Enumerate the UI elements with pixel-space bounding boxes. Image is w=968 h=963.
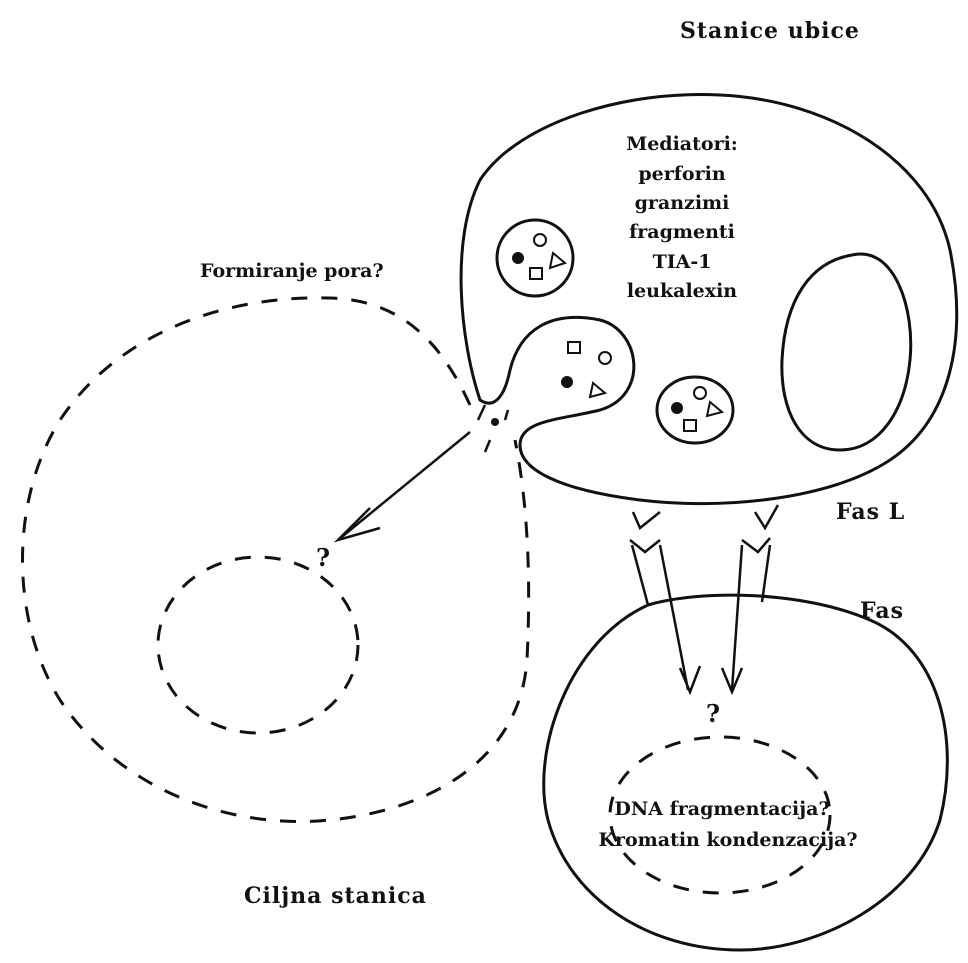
mediator-tia1: TIA-1 xyxy=(653,251,712,273)
fas-target-question: ? xyxy=(706,699,720,728)
perforin-arrow xyxy=(338,432,470,540)
arrow-shaft xyxy=(660,545,688,690)
granule-dot-symbol xyxy=(512,252,524,264)
arrow-shaft xyxy=(732,545,742,690)
killer-cell-title: Stanice ubice xyxy=(680,18,860,44)
fas-receptor-right xyxy=(742,538,770,552)
granule-dot-symbol xyxy=(561,376,573,388)
granule-3 xyxy=(657,377,733,443)
fas-arrow-right xyxy=(722,538,770,692)
granule-triangle-symbol xyxy=(590,383,605,397)
granule-triangle-symbol xyxy=(550,253,565,268)
mediator-perforin: perforin xyxy=(638,163,725,185)
mediators-heading: Mediatori: xyxy=(626,133,738,155)
granule-dot-symbol xyxy=(671,402,683,414)
granule-1-membrane xyxy=(497,220,573,296)
target-cell-label: Ciljna stanica xyxy=(244,883,427,909)
effect-dna-fragmentation: DNA fragmentacija? xyxy=(614,798,829,820)
granule-triangle-symbol xyxy=(707,402,722,416)
arrow-shaft xyxy=(632,545,648,605)
arrow-shaft xyxy=(762,545,770,602)
granule-circle-symbol xyxy=(599,352,611,364)
mediator-leukalexin: leukalexin xyxy=(627,280,737,302)
granule-square-symbol xyxy=(568,342,580,353)
pore-mark xyxy=(505,410,508,420)
granule-1 xyxy=(497,220,573,296)
granule-circle-symbol xyxy=(694,387,706,399)
granule-2 xyxy=(561,342,611,397)
granule-circle-symbol xyxy=(534,234,546,246)
target-cell-nucleus xyxy=(158,557,358,733)
pore-mark xyxy=(485,440,490,452)
fas-arrow-left xyxy=(630,540,700,692)
pore-dot xyxy=(491,418,499,426)
target-nucleus-question: ? xyxy=(316,543,330,572)
fas-target-cell-outline xyxy=(544,595,948,950)
arrow-shaft xyxy=(338,432,470,540)
pore-formation-label: Formiranje pora? xyxy=(200,260,384,282)
effect-chromatin-condensation: Kromatin kondenzacija? xyxy=(598,829,857,851)
granule-square-symbol xyxy=(684,420,696,431)
mediator-fragmenti: fragmenti xyxy=(629,221,735,243)
granule-3-membrane xyxy=(657,377,733,443)
killer-cell-nucleus xyxy=(782,254,911,450)
fas-ligand-label: Fas L xyxy=(836,499,905,525)
mediator-granzimi: granzimi xyxy=(635,192,730,214)
fas-ligand-left xyxy=(633,512,660,528)
fas-receptor-label: Fas xyxy=(860,598,904,624)
granule-square-symbol xyxy=(530,268,542,279)
pore-mark xyxy=(478,405,485,420)
fas-ligand-right xyxy=(755,505,778,528)
